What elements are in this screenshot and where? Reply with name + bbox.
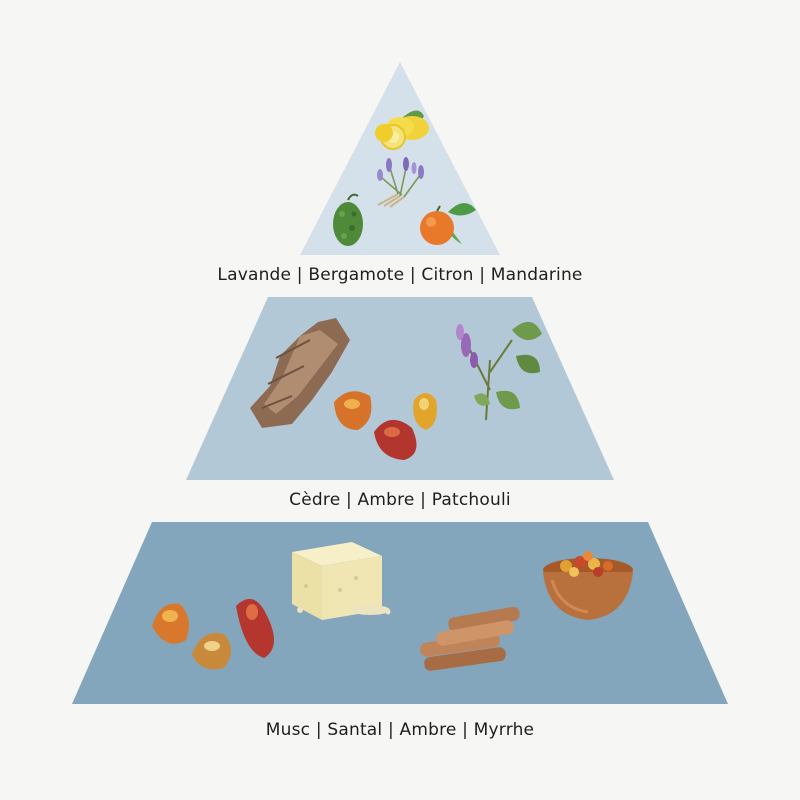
tier-mid-label: Cèdre | Ambre | Patchouli [289, 490, 511, 510]
sandalwood-sticks-icon [420, 606, 520, 671]
tier-top-shape [300, 62, 500, 255]
tier-mid-shape [186, 297, 614, 480]
musk-cube-icon [292, 542, 391, 620]
lavender-icon [377, 157, 424, 208]
amber-stones-icon [334, 391, 437, 460]
lemon-icon [375, 110, 429, 150]
mandarin-icon [420, 202, 476, 245]
patchouli-icon [456, 321, 542, 421]
cedar-bark-icon [250, 318, 350, 428]
base-amber-stones-icon [152, 598, 274, 670]
tier-base-label: Musc | Santal | Ambre | Myrrhe [265, 720, 535, 740]
tier-top-label: Lavande | Bergamote | Citron | Mandarine [217, 265, 583, 285]
bergamot-icon [333, 193, 363, 246]
myrrh-bowl-icon [543, 551, 633, 620]
